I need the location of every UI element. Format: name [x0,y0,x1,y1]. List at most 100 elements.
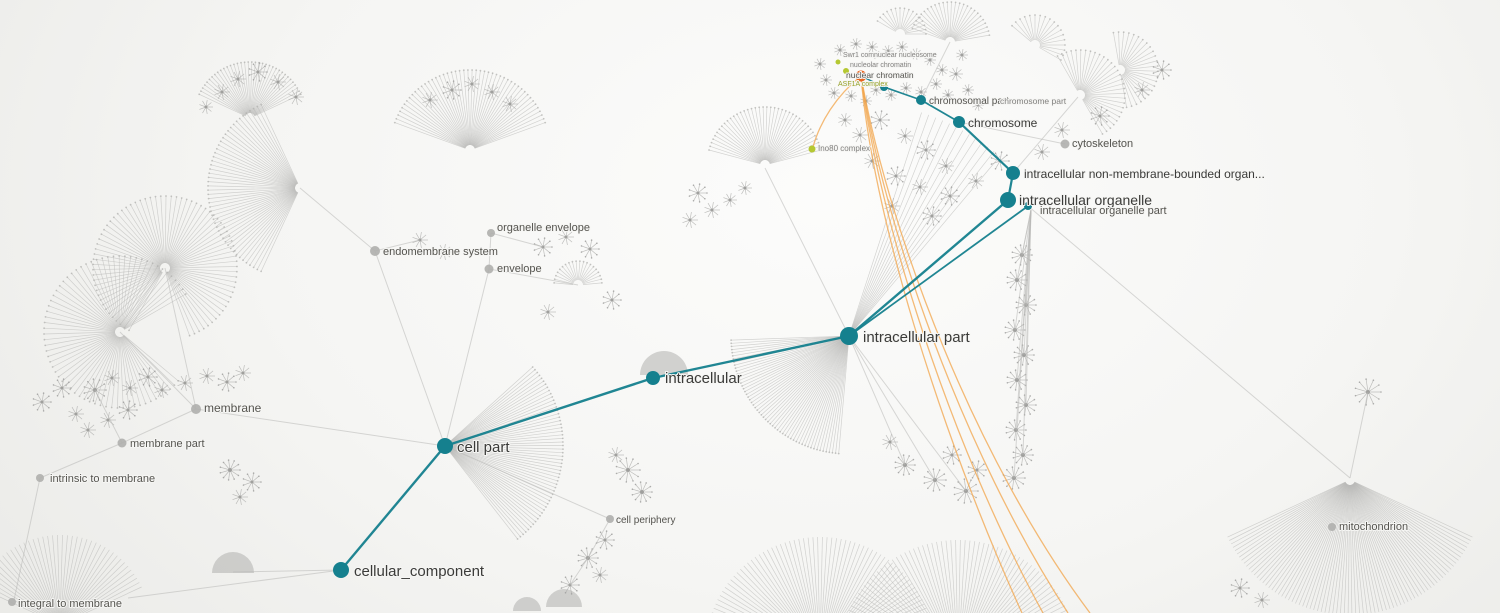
gray-edge [119,331,197,410]
graph-node-intracellular[interactable] [646,371,660,385]
node-burst [560,575,580,595]
node-burst [852,127,868,143]
node-burst [936,64,948,76]
graph-node-chromosomal-part[interactable] [916,95,926,105]
edge-fan [708,106,822,165]
node-burst [814,58,826,70]
edge-fan [1056,49,1126,135]
node-burst [138,367,158,387]
graph-node-cell-part[interactable] [437,438,453,454]
graph-node-nuclear-chromatin[interactable] [855,70,867,82]
node-burst [828,87,840,99]
node-burst [897,128,913,144]
graph-node-cytoskeleton[interactable] [1060,139,1070,149]
node-burst [942,89,954,101]
node-label: intracellular organelle [1019,192,1152,208]
node-burst [412,232,428,248]
node-burst [422,92,438,108]
node-label: intracellular part [863,329,971,346]
graph-node-endomembrane-system[interactable] [370,246,380,256]
node-burst [1254,592,1270,608]
gray-edge [569,557,589,586]
gray-edge [1027,205,1351,479]
graph-node-cell-periphery[interactable] [606,515,614,523]
node-burst [631,481,653,503]
node-burst [177,375,193,391]
graph-node-chromatin-hub[interactable] [880,83,888,91]
graph-node-organelle-envelope[interactable] [487,229,495,237]
graph-node-green-small[interactable] [835,59,841,65]
node-burst [894,454,916,476]
graph-node-cellular-component[interactable] [333,562,349,578]
gray-edge [848,335,906,466]
node-burst [940,186,960,206]
node-label: intracellular [665,370,742,387]
node-burst [956,49,968,61]
node-burst [219,459,241,481]
graph-node-envelope[interactable] [484,264,494,274]
node-burst [845,90,857,102]
node-burst [1054,122,1070,138]
gray-edge [920,41,951,101]
gray-edge [958,121,1066,145]
gray-edge [299,187,376,252]
node-burst [484,84,500,100]
gray-edge [444,445,611,520]
node-burst [442,80,462,100]
node-burst [230,71,246,87]
gray-edge [1013,209,1032,479]
node-burst [118,400,138,420]
edge-wedge [640,351,688,375]
edge-fan [911,1,991,42]
node-label: cell part [457,439,510,456]
path-edge [444,376,654,448]
node-burst [930,78,942,90]
node-burst [949,67,963,81]
graph-node-membrane[interactable] [191,404,201,414]
edge-fan [850,112,1001,333]
node-burst [122,380,138,396]
node-burst [882,45,894,57]
graph-node-intracellular-organelle[interactable] [1000,192,1016,208]
graph-node-membrane-part[interactable] [117,438,127,448]
node-burst [912,179,928,195]
node-label: envelope [497,263,542,275]
graph-node-mitochondrion[interactable] [1328,523,1336,531]
annotation-label: nuclear chromatin [846,70,914,80]
graph-node-ino80-complex[interactable] [808,145,816,153]
graph-node-intracellular-part[interactable] [840,327,858,345]
node-label: intrinsic to membrane [50,473,155,485]
node-burst [558,229,574,245]
node-burst [962,84,974,96]
node-burst [104,370,120,386]
node-burst [834,44,846,56]
node-burst [288,89,304,105]
edge-wedge [546,589,582,607]
node-burst [242,472,262,492]
node-burst [199,368,215,384]
graph-node-chromosome[interactable] [953,116,965,128]
node-burst [820,74,832,86]
graph-node-integral-to-membrane[interactable] [8,598,16,606]
node-burst [1090,106,1110,126]
node-burst [915,86,927,98]
graph-node-asf1a-complex[interactable] [843,68,849,74]
gray-edge [374,239,421,252]
graph-node-intracellular-organelle-part[interactable] [1024,202,1032,210]
gray-edge [444,268,490,447]
node-burst [953,478,979,504]
annotation-label: Swr1 complex [843,52,887,59]
node-burst [886,166,906,186]
node-burst [577,547,599,569]
node-burst [870,110,890,130]
graph-node-intracellular-nmb-organelle[interactable] [1006,166,1020,180]
node-burst [866,41,878,53]
gray-edge [13,477,41,601]
gray-edge [94,389,123,444]
node-label: integral to membrane [18,598,122,610]
graph-node-intrinsic-to-membrane[interactable] [36,474,44,482]
path-edge [920,99,960,123]
edge-fan [1011,14,1066,61]
